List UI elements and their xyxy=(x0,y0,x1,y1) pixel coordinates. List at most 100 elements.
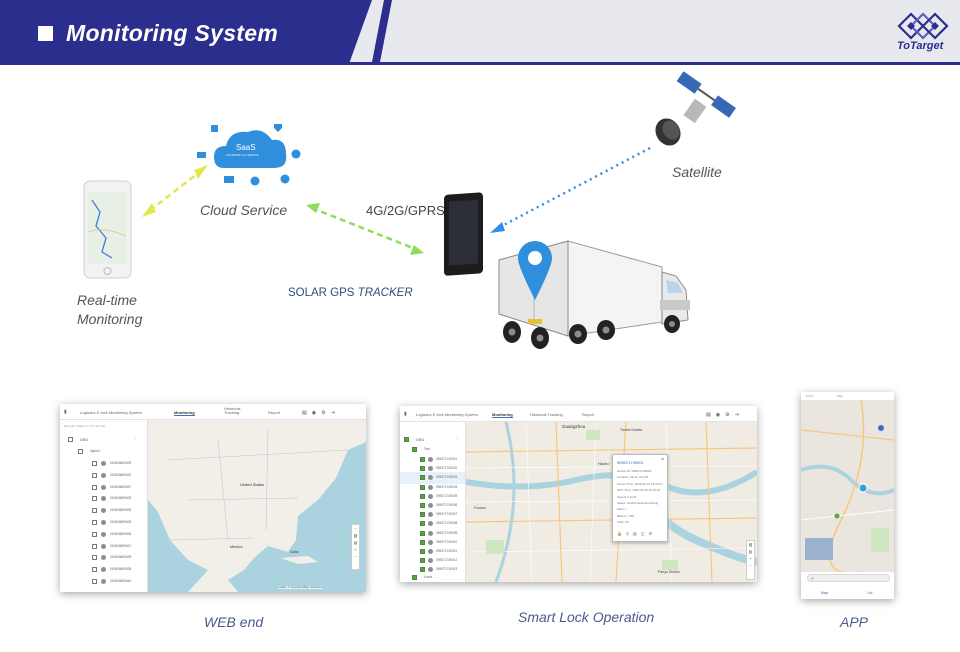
web-device-checkbox[interactable] xyxy=(92,567,97,573)
lock-device-row[interactable]: 059071749002 xyxy=(400,463,465,475)
device-status-icon xyxy=(428,530,433,536)
web-device-checkbox[interactable] xyxy=(92,555,97,561)
web-device-row[interactable]: 019608609632 xyxy=(60,470,147,482)
lock-map[interactable]: Guangzhou Tianhe District Panyu District… xyxy=(466,422,757,582)
saas-subtitle: SOFTWARE AS A SERVICE xyxy=(226,154,259,157)
web-tab-monitoring[interactable]: Monitoring xyxy=(174,410,195,416)
lock-subgroup-checkbox[interactable] xyxy=(412,447,417,452)
lock-device-checkbox[interactable] xyxy=(420,558,425,564)
web-device-checkbox[interactable] xyxy=(92,579,97,584)
web-device-checkbox[interactable] xyxy=(92,520,97,525)
map-label-panyu: Panyu District xyxy=(658,570,680,574)
close-icon[interactable]: × xyxy=(661,457,664,463)
chevron-up-icon[interactable]: ⌃ xyxy=(456,437,459,441)
app-tab-map[interactable]: Map xyxy=(821,591,828,595)
app-icon: ▮ xyxy=(404,411,407,417)
web-device-row[interactable]: 019608609637 xyxy=(60,482,147,494)
web-device-row[interactable]: 019608609638 xyxy=(60,564,147,576)
web-device-row[interactable]: 019608609635 xyxy=(60,517,147,529)
lock-users-label: Users xyxy=(424,575,433,579)
lock-device-checkbox[interactable] xyxy=(420,484,425,490)
lock-device-row[interactable]: 059071749010 xyxy=(400,537,465,549)
lock-device-checkbox[interactable] xyxy=(420,493,425,499)
web-device-id: 019608609629 xyxy=(110,461,132,465)
lock-device-checkbox[interactable] xyxy=(420,530,425,536)
lock-tab-monitoring[interactable]: Monitoring xyxy=(492,412,513,418)
web-device-id: 019608609640 xyxy=(110,579,132,583)
web-map-tools[interactable]: ⋯▧▤+− xyxy=(351,524,360,570)
lock-device-row[interactable]: 059071749001 xyxy=(400,454,465,466)
lock-device-checkbox[interactable] xyxy=(420,549,425,554)
web-tab-report[interactable]: Report xyxy=(268,410,281,415)
web-device-row[interactable]: 019608609629 xyxy=(60,458,147,470)
lock-users-row[interactable]: Users xyxy=(400,572,465,582)
web-device-checkbox[interactable] xyxy=(92,531,97,537)
web-device-row[interactable]: 019608609639 xyxy=(60,552,147,564)
lock-group-checkbox[interactable] xyxy=(404,437,409,442)
lock-device-id: 059071749001 xyxy=(436,457,458,461)
app-screenshot: 10:27 Map ⚲ Map List xyxy=(801,392,894,599)
web-device-checkbox[interactable] xyxy=(92,461,97,466)
popup-action-icons[interactable]: 🔒⚲▤◫⚙ xyxy=(617,531,657,536)
satellite-label: Satellite xyxy=(672,164,722,180)
solar-tracker-label: SOLAR GPS TRACKER xyxy=(288,287,413,299)
web-group-checkbox[interactable] xyxy=(68,437,73,442)
web-search-input[interactable]: Enough / Plate no / Id / Sim No xyxy=(64,424,106,428)
web-device-row[interactable]: 019608609633 xyxy=(60,493,147,505)
device-status-icon xyxy=(428,539,433,545)
network-label: 4G/2G/GPRS xyxy=(366,203,445,218)
lock-device-id: 059071749003 xyxy=(436,475,458,480)
lock-device-checkbox[interactable] xyxy=(420,539,425,545)
lock-device-row[interactable]: 059071749013 xyxy=(400,564,465,576)
lock-device-row[interactable]: 059071749006 xyxy=(400,500,465,512)
lock-toolbar-icons[interactable]: ▤◉⚙⇥ xyxy=(706,412,744,418)
lock-device-row[interactable]: 059071749008 xyxy=(400,518,465,530)
lock-tab-report[interactable]: Report xyxy=(582,412,595,417)
lock-device-checkbox[interactable] xyxy=(420,457,425,462)
lock-device-checkbox[interactable] xyxy=(420,475,425,481)
lock-tab-historical[interactable]: Historical Tracking xyxy=(530,412,563,417)
device-status-icon xyxy=(428,558,433,564)
lock-device-checkbox[interactable] xyxy=(420,521,425,527)
chevron-up-icon[interactable]: ⌃ xyxy=(134,437,137,441)
web-device-checkbox[interactable] xyxy=(92,484,97,490)
lock-users-checkbox[interactable] xyxy=(412,575,417,580)
web-toolbar-icons[interactable]: ▤◉⚙⇥ xyxy=(302,410,340,416)
web-subgroup-checkbox[interactable] xyxy=(78,449,83,454)
web-device-checkbox[interactable] xyxy=(92,472,97,478)
lock-device-row[interactable]: 059071749005 xyxy=(400,491,465,503)
lock-device-checkbox[interactable] xyxy=(420,503,425,508)
web-device-checkbox[interactable] xyxy=(92,496,97,502)
lock-device-row[interactable]: 059071749009 xyxy=(400,528,465,540)
device-status-icon xyxy=(101,472,106,478)
app-tab-list[interactable]: List xyxy=(867,591,873,595)
web-device-row[interactable]: 019608609634 xyxy=(60,529,147,541)
web-map-canvas xyxy=(148,420,366,592)
web-device-row[interactable]: 019608609640 xyxy=(60,576,147,588)
web-device-row[interactable]: 019608609637 xyxy=(60,541,147,553)
lock-device-checkbox[interactable] xyxy=(420,466,425,472)
lock-device-row[interactable]: 059071749011 xyxy=(400,546,465,558)
lock-device-row[interactable]: 059071749003 xyxy=(400,472,465,485)
lock-device-row[interactable]: 059071749012 xyxy=(400,555,465,567)
lock-device-checkbox[interactable] xyxy=(420,512,425,518)
lock-map-tools[interactable]: ▧▤+− xyxy=(746,540,755,580)
web-device-checkbox[interactable] xyxy=(92,543,97,549)
lock-device-row[interactable]: 059071749004 xyxy=(400,482,465,494)
map-label-cuba: Cuba xyxy=(290,550,299,554)
tracker-label-prefix: SOLAR GPS xyxy=(288,287,358,299)
web-device-checkbox[interactable] xyxy=(92,508,97,514)
web-subgroup-row[interactable]: logbed xyxy=(60,446,147,458)
caption-app: APP xyxy=(840,614,869,630)
lock-subgroup-row[interactable]: Test xyxy=(400,444,465,456)
lock-device-row[interactable]: 059071749007 xyxy=(400,509,465,521)
lock-group-row[interactable]: DBS ⌃ xyxy=(400,434,465,446)
web-device-row[interactable]: 019608609633 xyxy=(60,505,147,517)
web-map[interactable]: United States Mexico Cuba ⋯▧▤+− Leaflet … xyxy=(148,420,366,592)
app-search-input[interactable]: ⚲ xyxy=(807,574,890,582)
web-group-row[interactable]: DBS ⌃ xyxy=(60,434,147,446)
app-map[interactable] xyxy=(801,400,894,572)
lock-device-checkbox[interactable] xyxy=(420,567,425,573)
web-tab-historical[interactable]: Historical Tracking xyxy=(224,406,241,415)
